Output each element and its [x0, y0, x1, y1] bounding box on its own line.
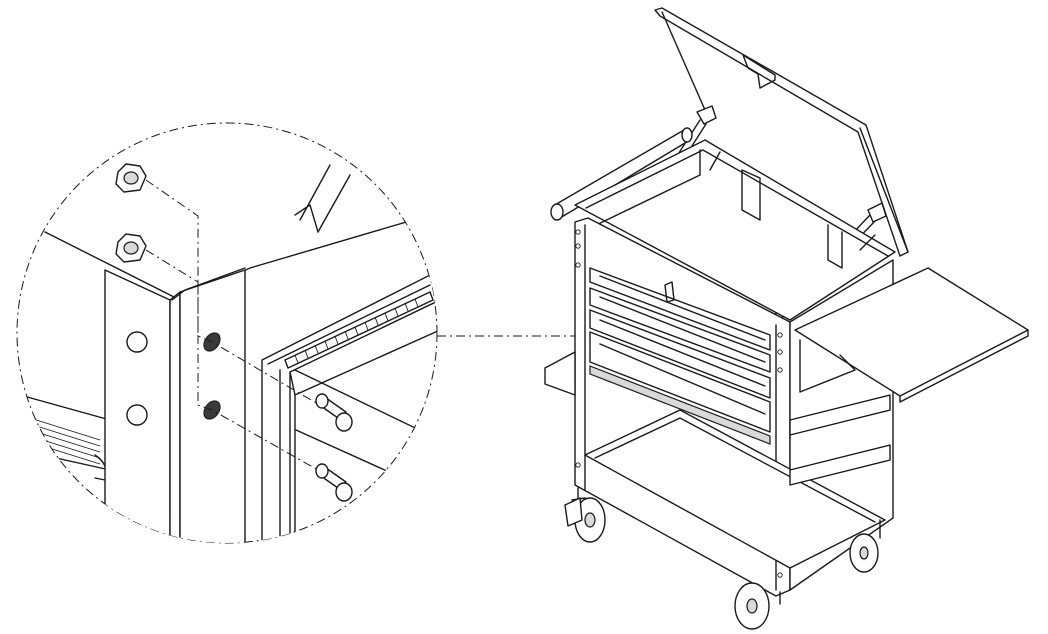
cart-lid — [654, 7, 909, 257]
hex-nut-upper — [115, 163, 147, 193]
drawer-4 — [589, 331, 771, 433]
caster-rear-right — [849, 519, 881, 573]
lock-key — [664, 281, 675, 303]
cart-handle — [550, 127, 693, 221]
cart-post-holes — [575, 229, 783, 578]
pin-upper — [315, 393, 353, 432]
tool-cart — [544, 7, 1029, 630]
strut-bracket — [294, 204, 319, 233]
drawer-frame — [261, 269, 437, 543]
bottom-shelf — [584, 394, 891, 569]
lid-strut-fragment — [299, 164, 351, 233]
drawer-5-edge — [589, 365, 771, 445]
pin-lower — [315, 463, 353, 502]
top-compartment — [574, 139, 896, 321]
drawer-3 — [589, 309, 771, 399]
post-hole-upper — [126, 331, 148, 353]
post-hole-lower — [126, 404, 148, 426]
drawer-2 — [589, 287, 771, 373]
drawer-1 — [589, 267, 771, 351]
side-bin — [544, 351, 576, 396]
side-panel — [171, 267, 246, 543]
side-shelf — [794, 267, 1029, 403]
caster-front-left — [564, 487, 606, 543]
lid-latch — [742, 54, 776, 89]
piano-hinge — [284, 291, 434, 369]
alignment-lines — [145, 179, 319, 471]
front-post — [104, 269, 181, 543]
detail-view — [16, 122, 438, 544]
caster-front-right — [734, 582, 781, 630]
hex-nut-lower — [115, 233, 147, 263]
